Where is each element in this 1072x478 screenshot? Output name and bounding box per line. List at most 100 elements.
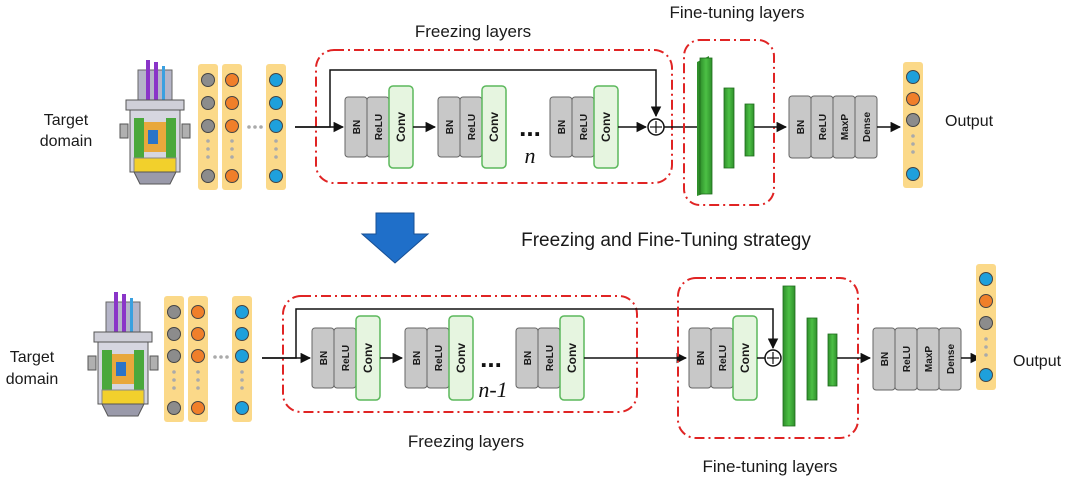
dense-layer-2 bbox=[723, 87, 735, 169]
input-node bbox=[167, 349, 181, 363]
dense-label: Dense bbox=[862, 112, 873, 142]
target-domain-label-line1: Target bbox=[10, 349, 55, 366]
input-node bbox=[225, 73, 239, 87]
bn-label: BN bbox=[412, 351, 423, 365]
repeat-ellipsis: ... bbox=[480, 343, 502, 373]
ellipsis-dot bbox=[213, 355, 217, 359]
bn-label: BN bbox=[796, 120, 807, 134]
output-node bbox=[979, 272, 993, 286]
conv-label: Conv bbox=[394, 112, 408, 142]
input-node bbox=[235, 305, 249, 319]
bn-label: BN bbox=[696, 351, 707, 365]
input-node bbox=[235, 349, 249, 363]
input-node bbox=[167, 327, 181, 341]
relu-label: ReLU bbox=[579, 114, 590, 140]
ellipsis-dot bbox=[196, 386, 200, 390]
ellipsis-dot bbox=[225, 355, 229, 359]
ellipsis-dot bbox=[196, 370, 200, 374]
dense-layer-3 bbox=[744, 103, 755, 157]
input-node bbox=[201, 119, 215, 133]
relu-label: ReLU bbox=[902, 346, 913, 372]
bottom-row: Target domain Freezing layers bbox=[6, 264, 1062, 476]
ellipsis-dot bbox=[240, 386, 244, 390]
relu-label: ReLU bbox=[341, 345, 352, 371]
output-node bbox=[906, 92, 920, 106]
dense-label: Dense bbox=[946, 344, 957, 374]
relu-label: ReLU bbox=[818, 114, 829, 140]
input-node bbox=[225, 119, 239, 133]
dense-layer-1 bbox=[782, 285, 796, 427]
output-node bbox=[979, 316, 993, 330]
input-node bbox=[191, 349, 205, 363]
ellipsis-dot bbox=[274, 139, 278, 143]
input-node bbox=[167, 305, 181, 319]
maxp-label: MaxP bbox=[924, 346, 935, 372]
maxp-label: MaxP bbox=[840, 114, 851, 140]
bn-label: BN bbox=[523, 351, 534, 365]
ellipsis-dot bbox=[274, 147, 278, 151]
ellipsis-dot bbox=[984, 345, 988, 349]
input-node bbox=[269, 73, 283, 87]
freezing-layers-label: Freezing layers bbox=[415, 22, 531, 41]
conv-block bbox=[481, 85, 507, 169]
input-node bbox=[269, 169, 283, 183]
input-node bbox=[191, 327, 205, 341]
ellipsis-dot bbox=[219, 355, 223, 359]
bn-label: BN bbox=[352, 120, 363, 134]
ellipsis-dot bbox=[206, 139, 210, 143]
bn-label: BN bbox=[557, 120, 568, 134]
relu-label: ReLU bbox=[467, 114, 478, 140]
output-node bbox=[906, 113, 920, 127]
relu-label: ReLU bbox=[434, 345, 445, 371]
strategy-title: Freezing and Fine-Tuning strategy bbox=[521, 230, 811, 251]
ellipsis-dot bbox=[259, 125, 263, 129]
output-node bbox=[906, 70, 920, 84]
ellipsis-dot bbox=[196, 378, 200, 382]
ellipsis-dot bbox=[247, 125, 251, 129]
bn-label: BN bbox=[319, 351, 330, 365]
ellipsis-dot bbox=[253, 125, 257, 129]
input-node bbox=[225, 169, 239, 183]
bn-label: BN bbox=[445, 120, 456, 134]
dense-block bbox=[938, 327, 962, 391]
ellipsis-dot bbox=[984, 353, 988, 357]
conv-label: Conv bbox=[565, 343, 579, 373]
conv-label: Conv bbox=[454, 343, 468, 373]
output-label: Output bbox=[1013, 353, 1062, 370]
ellipsis-dot bbox=[172, 378, 176, 382]
input-node bbox=[201, 73, 215, 87]
relu-label: ReLU bbox=[545, 345, 556, 371]
target-domain-label-line2: domain bbox=[40, 133, 92, 150]
input-node bbox=[167, 401, 181, 415]
target-domain-label-line2: domain bbox=[6, 371, 58, 388]
ellipsis-dot bbox=[172, 370, 176, 374]
ellipsis-dot bbox=[230, 147, 234, 151]
input-node bbox=[191, 401, 205, 415]
ellipsis-dot bbox=[206, 147, 210, 151]
reactor-illustration-bottom bbox=[87, 292, 159, 417]
conv-label: Conv bbox=[738, 343, 752, 373]
conv-label: Conv bbox=[361, 343, 375, 373]
top-row: Target domain Freezing layers bbox=[40, 3, 994, 206]
ellipsis-dot bbox=[172, 386, 176, 390]
ellipsis-dot bbox=[911, 134, 915, 138]
fine-tuning-region bbox=[683, 39, 775, 206]
ellipsis-dot bbox=[274, 155, 278, 159]
output-node bbox=[906, 167, 920, 181]
relu-label: ReLU bbox=[374, 114, 385, 140]
input-node bbox=[191, 305, 205, 319]
ellipsis-dot bbox=[240, 378, 244, 382]
fine-tuning-layers-label: Fine-tuning layers bbox=[669, 3, 804, 22]
ellipsis-dot bbox=[911, 150, 915, 154]
output-label: Output bbox=[945, 113, 994, 130]
repeat-ellipsis: ... bbox=[519, 112, 541, 142]
output-node bbox=[979, 368, 993, 382]
ellipsis-dot bbox=[984, 337, 988, 341]
input-node bbox=[269, 96, 283, 110]
conv-label: Conv bbox=[487, 112, 501, 142]
dense-layer-1 bbox=[699, 57, 713, 195]
freezing-region bbox=[282, 295, 638, 413]
dense-layer-3 bbox=[827, 333, 838, 387]
